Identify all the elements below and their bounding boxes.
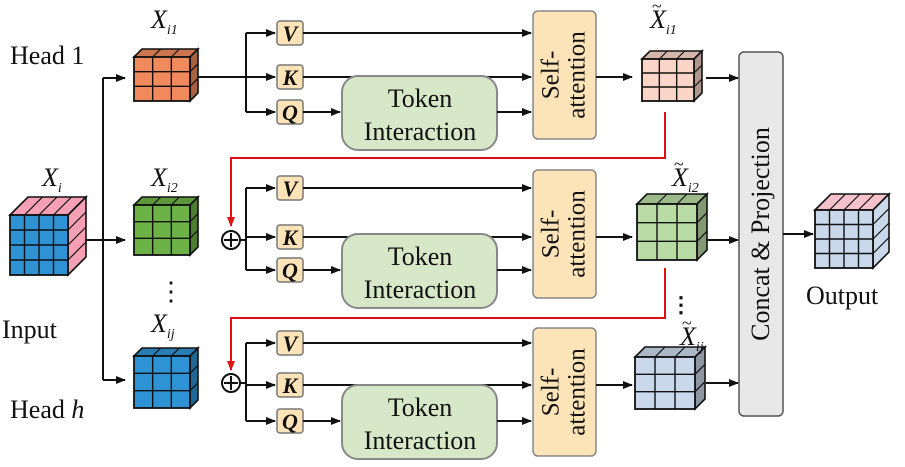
head-1-self-attention-box: Self-attention xyxy=(532,10,597,140)
head-2-v-box: V xyxy=(276,175,304,201)
output-label: Output xyxy=(806,281,879,310)
input-label: Input xyxy=(2,315,58,344)
token-interaction-line1: Token xyxy=(388,393,453,422)
head-1-v-box: V xyxy=(276,20,304,46)
head-j-tilde-mark: ~ xyxy=(682,313,692,333)
head-j-x-label: Xij xyxy=(150,309,175,342)
head-j-q-box: Q xyxy=(276,408,304,434)
token-interaction-line1: Token xyxy=(388,242,453,271)
head-1-label: Head 1 xyxy=(10,41,84,70)
head-j-v-box: V xyxy=(276,330,304,356)
input-x-label: Xi xyxy=(41,163,62,196)
token-interaction-line1: Token xyxy=(388,84,453,113)
head-2-k-box: K xyxy=(276,224,304,250)
head-h-label: Head h xyxy=(10,395,84,424)
head-2-x-label: Xi2 xyxy=(150,163,178,196)
head-2-output-block xyxy=(635,192,709,262)
head-j-output-block xyxy=(633,345,707,411)
head-1-q-box: Q xyxy=(276,99,304,125)
head-1-k-label: K xyxy=(282,65,299,90)
concat-projection-label: Concat & Projection xyxy=(746,127,775,341)
input-split-connector xyxy=(85,74,126,384)
head-2-tilde-mark: ~ xyxy=(674,154,684,174)
head-1-q-label: Q xyxy=(282,100,298,125)
token-interaction-line2: Interaction xyxy=(364,426,477,455)
head-1-output-block xyxy=(640,49,704,103)
vertical-ellipsis-right: ⋮ xyxy=(670,292,692,317)
head-2-q-box: Q xyxy=(276,257,304,283)
self-attention-line1: Self- xyxy=(538,51,565,100)
head-1-k-box: K xyxy=(276,64,304,90)
head-j-k-label: K xyxy=(282,373,299,398)
concat-projection-box: Concat & Projection xyxy=(738,51,784,417)
head-j-k-box: K xyxy=(276,372,304,398)
head-j-v-label: V xyxy=(283,331,300,356)
head-j-block xyxy=(132,346,200,410)
vertical-ellipsis: ⋮ xyxy=(158,277,184,306)
self-attention-line2: attention xyxy=(564,190,591,278)
self-attention-line2: attention xyxy=(564,348,591,436)
self-attention-line1: Self- xyxy=(538,368,565,417)
head-2-v-label: V xyxy=(283,176,300,201)
head-j-xtilde-label: Xij xyxy=(679,322,704,355)
head-2-k-label: K xyxy=(282,225,299,250)
head-1-x-label: Xi1 xyxy=(150,5,178,38)
residual-arrow-head-1-to-2 xyxy=(227,112,666,227)
self-attention-line1: Self- xyxy=(538,210,565,259)
token-interaction-line2: Interaction xyxy=(364,275,477,304)
arrows-to-concat xyxy=(706,74,739,387)
head-2-xtilde-label: Xi2 xyxy=(671,163,699,196)
residual-arrow-head-2-to-j xyxy=(227,268,666,371)
head-1-tilde-mark: ~ xyxy=(652,0,662,16)
self-attention-line2: attention xyxy=(564,31,591,119)
token-interaction-line2: Interaction xyxy=(364,117,477,146)
add-node-head-j xyxy=(221,373,241,393)
head-1-v-label: V xyxy=(283,21,300,46)
head-1-xtilde-label: Xi1 xyxy=(649,5,677,38)
head-2-self-attention-box: Self-attention xyxy=(532,169,597,299)
input-cube xyxy=(8,195,88,277)
add-node-head-2 xyxy=(221,230,241,250)
head-j-self-attention-box: Self-attention xyxy=(532,327,597,457)
head-2-q-label: Q xyxy=(282,258,298,283)
head-2-block xyxy=(132,195,200,257)
head-1-block xyxy=(132,47,200,103)
head-j-q-label: Q xyxy=(282,409,298,434)
output-cube xyxy=(813,192,891,270)
